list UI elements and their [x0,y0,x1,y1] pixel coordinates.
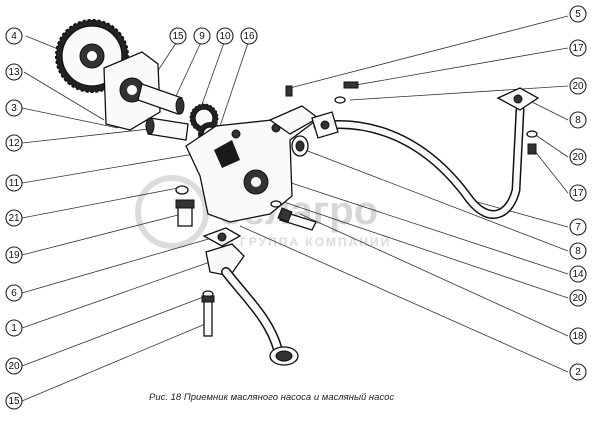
callout-c-4: 4 [5,27,23,45]
callouts: 4 13 3 12 11 21 19 6 1 20 15 15 9 10 16 5 17 20 8 20 17 7 8 14 2… [5,5,587,410]
callout-c-8t: 8 [569,111,587,129]
callout-c-20m: 20 [569,148,587,166]
callout-label: 10 [219,31,231,42]
callout-circle [5,319,23,337]
callout-circle [569,148,587,166]
callout-c-14: 14 [569,265,587,283]
callout-label: 13 [8,67,20,78]
callout-c-3: 3 [5,99,23,117]
callout-circle [569,111,587,129]
figure-caption: Рис. 18 Приемник масляного насоса и масл… [149,392,394,403]
callout-circle [5,134,23,152]
callout-c-21l: 21 [5,209,23,227]
callout-label: 3 [11,103,17,114]
callout-c-6: 6 [5,284,23,302]
callout-circle [5,357,23,375]
callout-c-19: 19 [5,246,23,264]
callout-label: 8 [575,246,581,257]
callout-label: 5 [575,9,581,20]
callout-c-13: 13 [5,63,23,81]
callout-circle [569,77,587,95]
callout-circle [5,246,23,264]
callout-label: 20 [572,152,584,163]
callout-label: 12 [8,138,20,149]
callout-label: 8 [575,115,581,126]
callout-c-15t: 15 [169,27,187,45]
callout-circle [5,174,23,192]
callout-c-16: 16 [240,27,258,45]
pump-cover [103,51,161,131]
callout-c-7: 7 [569,218,587,236]
callout-label: 11 [9,178,20,189]
gasket-flange [291,135,309,157]
callout-label: 1 [11,323,17,334]
callout-c-20t: 20 [569,77,587,95]
oil-receiver [205,243,299,366]
callout-circle [569,289,587,307]
callout-label: 16 [243,31,255,42]
callout-label: 19 [8,250,20,261]
callout-circle [240,27,258,45]
fasteners-bottom [201,290,215,337]
callout-circle [569,265,587,283]
leader-lines [21,15,569,402]
callout-c-10: 10 [216,27,234,45]
callout-label: 20 [572,293,584,304]
callout-circle [5,209,23,227]
driven-shaft [145,117,189,141]
callout-circle [569,242,587,260]
callout-label: 6 [11,288,17,299]
callout-label: 20 [572,81,584,92]
callout-c-9: 9 [193,27,211,45]
pump-body [185,105,320,223]
callout-label: 18 [572,331,584,342]
callout-c-12: 12 [5,134,23,152]
callout-c-20l: 20 [5,357,23,375]
callout-label: 15 [172,31,184,42]
callout-circle [169,27,187,45]
callout-c-8b: 8 [569,242,587,260]
callout-circle [569,184,587,202]
callout-c-1: 1 [5,319,23,337]
callout-circle [5,27,23,45]
callout-c-17t: 17 [569,39,587,57]
callout-c-18: 18 [569,327,587,345]
outlet-oil-pipe [311,87,540,219]
callout-circle [5,99,23,117]
callout-c-17m: 17 [569,184,587,202]
callout-label: 17 [572,188,584,199]
callout-c-2: 2 [569,363,587,381]
callout-c-11: 11 [5,174,23,192]
callout-circle [216,27,234,45]
fasteners-mid [270,200,317,231]
callout-circle [5,392,23,410]
callout-circle [193,27,211,45]
drive-shaft [137,83,185,115]
callout-circle [569,39,587,57]
callout-circle [5,284,23,302]
callout-label: 9 [199,31,205,42]
callout-label: 21 [8,213,20,224]
callout-label: 20 [8,361,20,372]
callout-c-5: 5 [569,5,587,23]
callout-circle [5,63,23,81]
callout-c-20b: 20 [569,289,587,307]
callout-label: 15 [8,396,20,407]
callout-label: 14 [572,269,584,280]
callout-label: 2 [575,367,581,378]
fasteners-left [175,185,195,227]
callout-circle [569,5,587,23]
callout-label: 17 [572,43,584,54]
receiver-gasket [202,227,242,247]
callout-label: 7 [575,222,581,233]
callout-circle [569,363,587,381]
callout-label: 4 [11,31,17,42]
callout-circle [569,327,587,345]
fasteners-top [285,81,538,155]
callout-c-15l: 15 [5,392,23,410]
callout-circle [569,218,587,236]
